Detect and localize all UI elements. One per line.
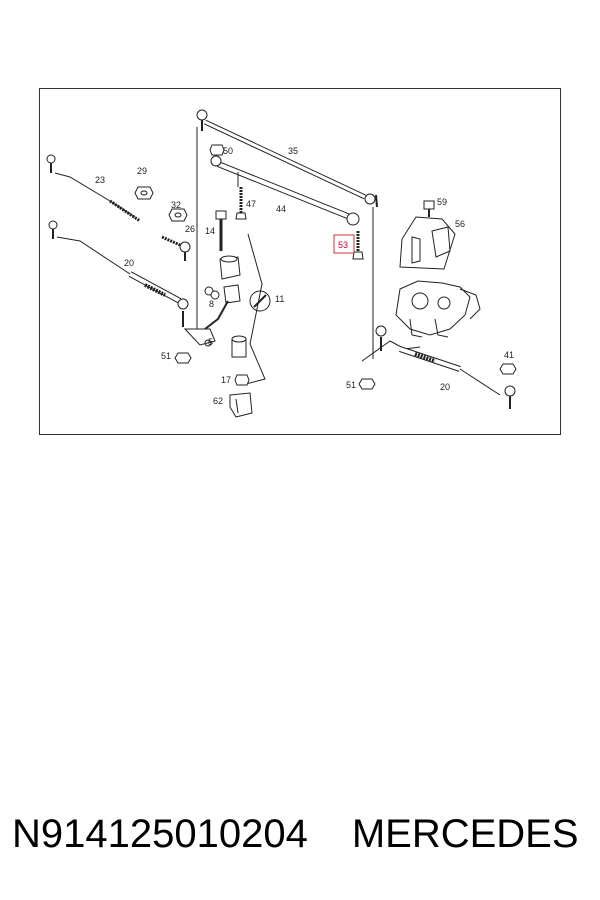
nut-51-right (358, 378, 376, 390)
nut-29 (134, 186, 154, 200)
bolt-53 (352, 231, 364, 260)
callout-53: 53 (338, 240, 348, 250)
callout-26: 26 (185, 224, 195, 234)
nut-50 (209, 144, 225, 156)
nut-51-left (174, 352, 192, 364)
tie-rod-end-23 (46, 154, 141, 223)
clip-62 (229, 392, 253, 418)
callout-51-left: 51 (161, 351, 171, 361)
parts-diagram-frame: 23 29 32 26 20 14 50 47 35 44 8 11 5 51 … (39, 88, 561, 435)
callout-14: 14 (205, 226, 215, 236)
ball-joint-26 (161, 235, 191, 261)
steering-linkage-diagram: 23 29 32 26 20 14 50 47 35 44 8 11 5 51 … (46, 109, 517, 418)
bushing (231, 335, 247, 358)
bolt-59 (423, 200, 435, 217)
brand-name: MERCEDES (351, 811, 579, 856)
callout-62: 62 (213, 396, 223, 406)
tie-rod-35 (196, 109, 378, 208)
callout-50: 50 (223, 146, 233, 156)
callout-59: 59 (437, 197, 447, 207)
steering-gear-box (395, 280, 481, 338)
callout-29: 29 (137, 166, 147, 176)
nut-17 (234, 374, 250, 386)
nut-32 (168, 208, 188, 222)
callout-17: 17 (221, 375, 231, 385)
bolt-47 (235, 187, 247, 220)
callout-5: 5 (208, 337, 213, 347)
callout-35: 35 (288, 146, 298, 156)
callout-51-right: 51 (346, 380, 356, 390)
callout-44: 44 (276, 204, 286, 214)
product-caption: N914125010204 MERCEDES (12, 806, 588, 862)
callout-11: 11 (275, 294, 284, 304)
bolt-14 (215, 210, 227, 251)
callout-labels: 23 29 32 26 20 14 50 47 35 44 8 11 5 51 … (95, 146, 514, 406)
track-rod-20-right (361, 325, 516, 409)
cover-56 (399, 216, 456, 270)
nut-41 (499, 363, 517, 375)
track-rod-20-left (48, 220, 189, 327)
callout-20-right: 20 (440, 382, 450, 392)
callout-47: 47 (246, 199, 256, 209)
tie-rod-44 (210, 155, 360, 226)
callout-56: 56 (455, 219, 465, 229)
callout-20-left: 20 (124, 258, 134, 268)
callout-8: 8 (209, 299, 214, 309)
tool-11-icon (249, 290, 271, 312)
idler-bracket (183, 255, 241, 347)
callout-41: 41 (504, 350, 514, 360)
nut-8 (204, 286, 220, 300)
part-number: N914125010204 (12, 811, 308, 856)
callout-23: 23 (95, 175, 105, 185)
leader-bracket (241, 233, 266, 386)
highlight-box-53 (333, 234, 355, 254)
callout-32: 32 (171, 200, 181, 210)
